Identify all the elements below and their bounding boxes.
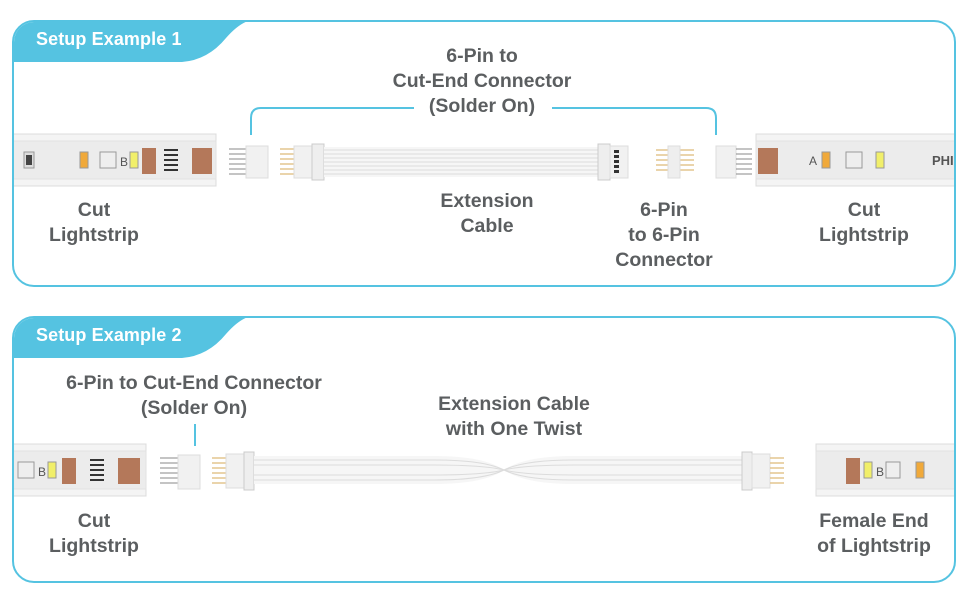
label-extension-cable: Extension Cable [427, 189, 547, 239]
setup-example-2-title: Setup Example 2 [36, 325, 182, 345]
callout-line: 6-Pin to Cut-End Connector [66, 372, 322, 394]
tab-shape [14, 318, 246, 358]
label-six-pin-connector: 6-Pin to 6-Pin Connector [604, 198, 724, 273]
setup-example-1-title: Setup Example 1 [36, 29, 182, 49]
setup-1-illustration: B [14, 107, 954, 187]
twisted-extension-cable [212, 451, 784, 491]
label-line: of Lightstrip [817, 535, 931, 557]
svg-text:B: B [38, 465, 46, 479]
svg-text:PHI: PHI [932, 153, 954, 168]
label-line: Female End [819, 510, 929, 532]
tab-shape [14, 22, 246, 62]
label-female-end-lightstrip: Female End of Lightstrip [804, 509, 944, 559]
label-line: Extension Cable [438, 393, 590, 415]
cut-end-connector [229, 145, 269, 179]
callout-label-cut-end-connector: 6-Pin to Cut-End Connector (Solder On) [44, 371, 344, 421]
callout-line: (Solder On) [428, 95, 536, 117]
label-line: Connector [615, 249, 713, 271]
label-line: Lightstrip [49, 224, 139, 246]
setup-example-1-panel: Setup Example 1 B [12, 20, 956, 287]
setup-example-2-panel: Setup Example 2 B [12, 316, 956, 583]
label-line: to 6-Pin [628, 224, 700, 246]
setup-example-1-tab: Setup Example 1 [14, 22, 252, 62]
left-cut-lightstrip: B [14, 443, 147, 497]
label-line: Cut [77, 199, 111, 221]
label-line: Lightstrip [49, 535, 139, 557]
cut-end-connector [160, 454, 201, 490]
label-left-cut-lightstrip: Cut Lightstrip [34, 198, 154, 248]
female-end-lightstrip: B [815, 443, 954, 497]
label-line: 6-Pin [640, 199, 688, 221]
label-right-cut-lightstrip: Cut Lightstrip [804, 198, 924, 248]
label-line: Cut [77, 510, 111, 532]
svg-text:B: B [876, 465, 884, 479]
label-line: Cut [847, 199, 881, 221]
label-line: with One Twist [445, 418, 583, 440]
cut-end-connector-right [715, 145, 752, 179]
callout-bracket-line [250, 107, 717, 135]
label-left-cut-lightstrip: Cut Lightstrip [34, 509, 154, 559]
six-pin-to-six-pin-connector [656, 145, 694, 179]
callout-line: (Solder On) [140, 397, 248, 419]
callout-label-cut-end-connector: 6-Pin to Cut-End Connector (Solder On) [382, 44, 582, 119]
label-line: Lightstrip [819, 224, 909, 246]
svg-text:A: A [809, 154, 817, 168]
right-cut-lightstrip: A PHI [755, 133, 954, 187]
callout-line: Cut-End Connector [392, 70, 572, 92]
setup-2-illustration: B [14, 424, 954, 497]
left-cut-lightstrip: B [14, 133, 217, 187]
svg-text:B: B [120, 155, 128, 169]
callout-line: 6-Pin to [446, 45, 518, 67]
label-line: Cable [460, 215, 514, 237]
extension-cable [280, 143, 629, 181]
label-extension-cable-twist: Extension Cable with One Twist [424, 392, 604, 442]
setup-example-2-tab: Setup Example 2 [14, 318, 252, 358]
label-line: Extension [440, 190, 534, 212]
